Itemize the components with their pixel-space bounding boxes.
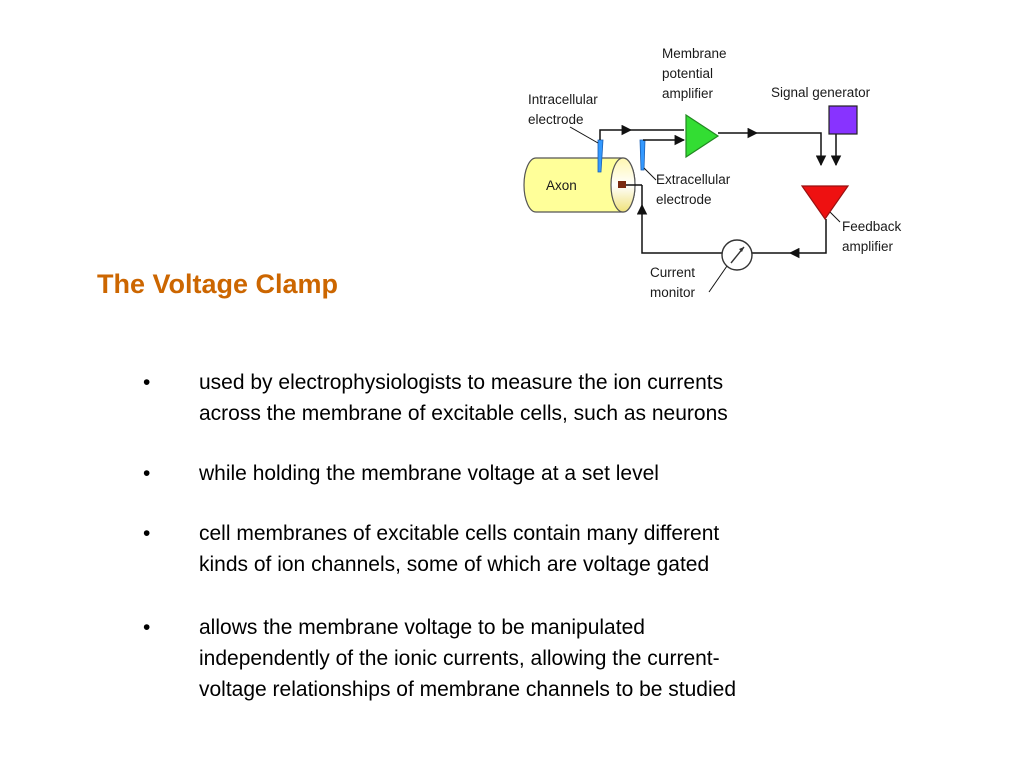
- wire-to-axon: [636, 203, 690, 254]
- current-monitor-needle-head: [739, 247, 744, 252]
- current-monitor: [721, 239, 753, 271]
- label-membrane-line2: potential: [662, 66, 713, 81]
- bullet-line: cell membranes of excitable cells contai…: [199, 522, 720, 545]
- intracellular-pointer: [569, 126, 599, 144]
- bullet-text: used by electrophysiologists to measure …: [199, 367, 879, 429]
- label-current-monitor-line1: Current: [650, 265, 695, 280]
- label-signal-generator: Signal generator: [771, 85, 871, 100]
- bullet-text: cell membranes of excitable cells contai…: [199, 518, 879, 580]
- label-intracellular-line2: electrode: [528, 112, 584, 127]
- bullet-marker: •: [143, 371, 151, 394]
- membrane-potential-amplifier: [685, 113, 720, 159]
- membrane-amplifier-triangle: [685, 113, 720, 159]
- bullet-marker: •: [143, 616, 151, 639]
- intracellular-electrode-shape: [597, 139, 604, 173]
- wire-amp-out-b: [757, 132, 827, 167]
- feedback-amplifier: [800, 185, 850, 221]
- bullet-line: kinds of ion channels, some of which are…: [199, 553, 710, 576]
- axon-label: Axon: [546, 178, 577, 193]
- feedback-amplifier-triangle: [800, 185, 850, 221]
- label-membrane-line1: Membrane: [662, 46, 727, 61]
- slide-title: The Voltage Clamp: [97, 269, 339, 299]
- signal-generator-box: [828, 105, 858, 135]
- bullet-marker: •: [143, 462, 151, 485]
- label-extracellular-line1: Extracellular: [656, 172, 731, 187]
- bullet-line: voltage relationships of membrane channe…: [199, 678, 736, 701]
- bullet-text: while holding the membrane voltage at a …: [199, 458, 879, 489]
- intracellular-electrode: [597, 139, 604, 173]
- label-intracellular-line1: Intracellular: [528, 92, 598, 107]
- current-monitor-pointer: [708, 265, 728, 293]
- extracellular-electrode-shape: [639, 139, 646, 171]
- bullet-text: allows the membrane voltage to be manipu…: [199, 612, 879, 705]
- bullet-line: allows the membrane voltage to be manipu…: [199, 616, 645, 639]
- bullet-line: across the membrane of excitable cells, …: [199, 402, 728, 425]
- label-membrane-line3: amplifier: [662, 86, 714, 101]
- wire-feedback-out: [788, 219, 827, 259]
- label-feedback-line2: amplifier: [842, 239, 894, 254]
- bullet-line: used by electrophysiologists to measure …: [199, 371, 724, 394]
- bullet-marker: •: [143, 522, 151, 545]
- wires: [569, 124, 842, 293]
- label-feedback-line1: Feedback: [842, 219, 902, 234]
- bullet-line: independently of the ionic currents, all…: [199, 647, 720, 670]
- extracellular-electrode: [639, 139, 646, 171]
- axon-electrode-tip: [618, 181, 626, 188]
- bullet-line: while holding the membrane voltage at a …: [199, 462, 659, 485]
- label-extracellular-line2: electrode: [656, 192, 712, 207]
- label-current-monitor-line2: monitor: [650, 285, 696, 300]
- signal-generator: [828, 105, 858, 135]
- axon: Axon: [523, 157, 636, 213]
- wire-intracellular: [599, 124, 633, 140]
- extracellular-pointer: [643, 167, 657, 181]
